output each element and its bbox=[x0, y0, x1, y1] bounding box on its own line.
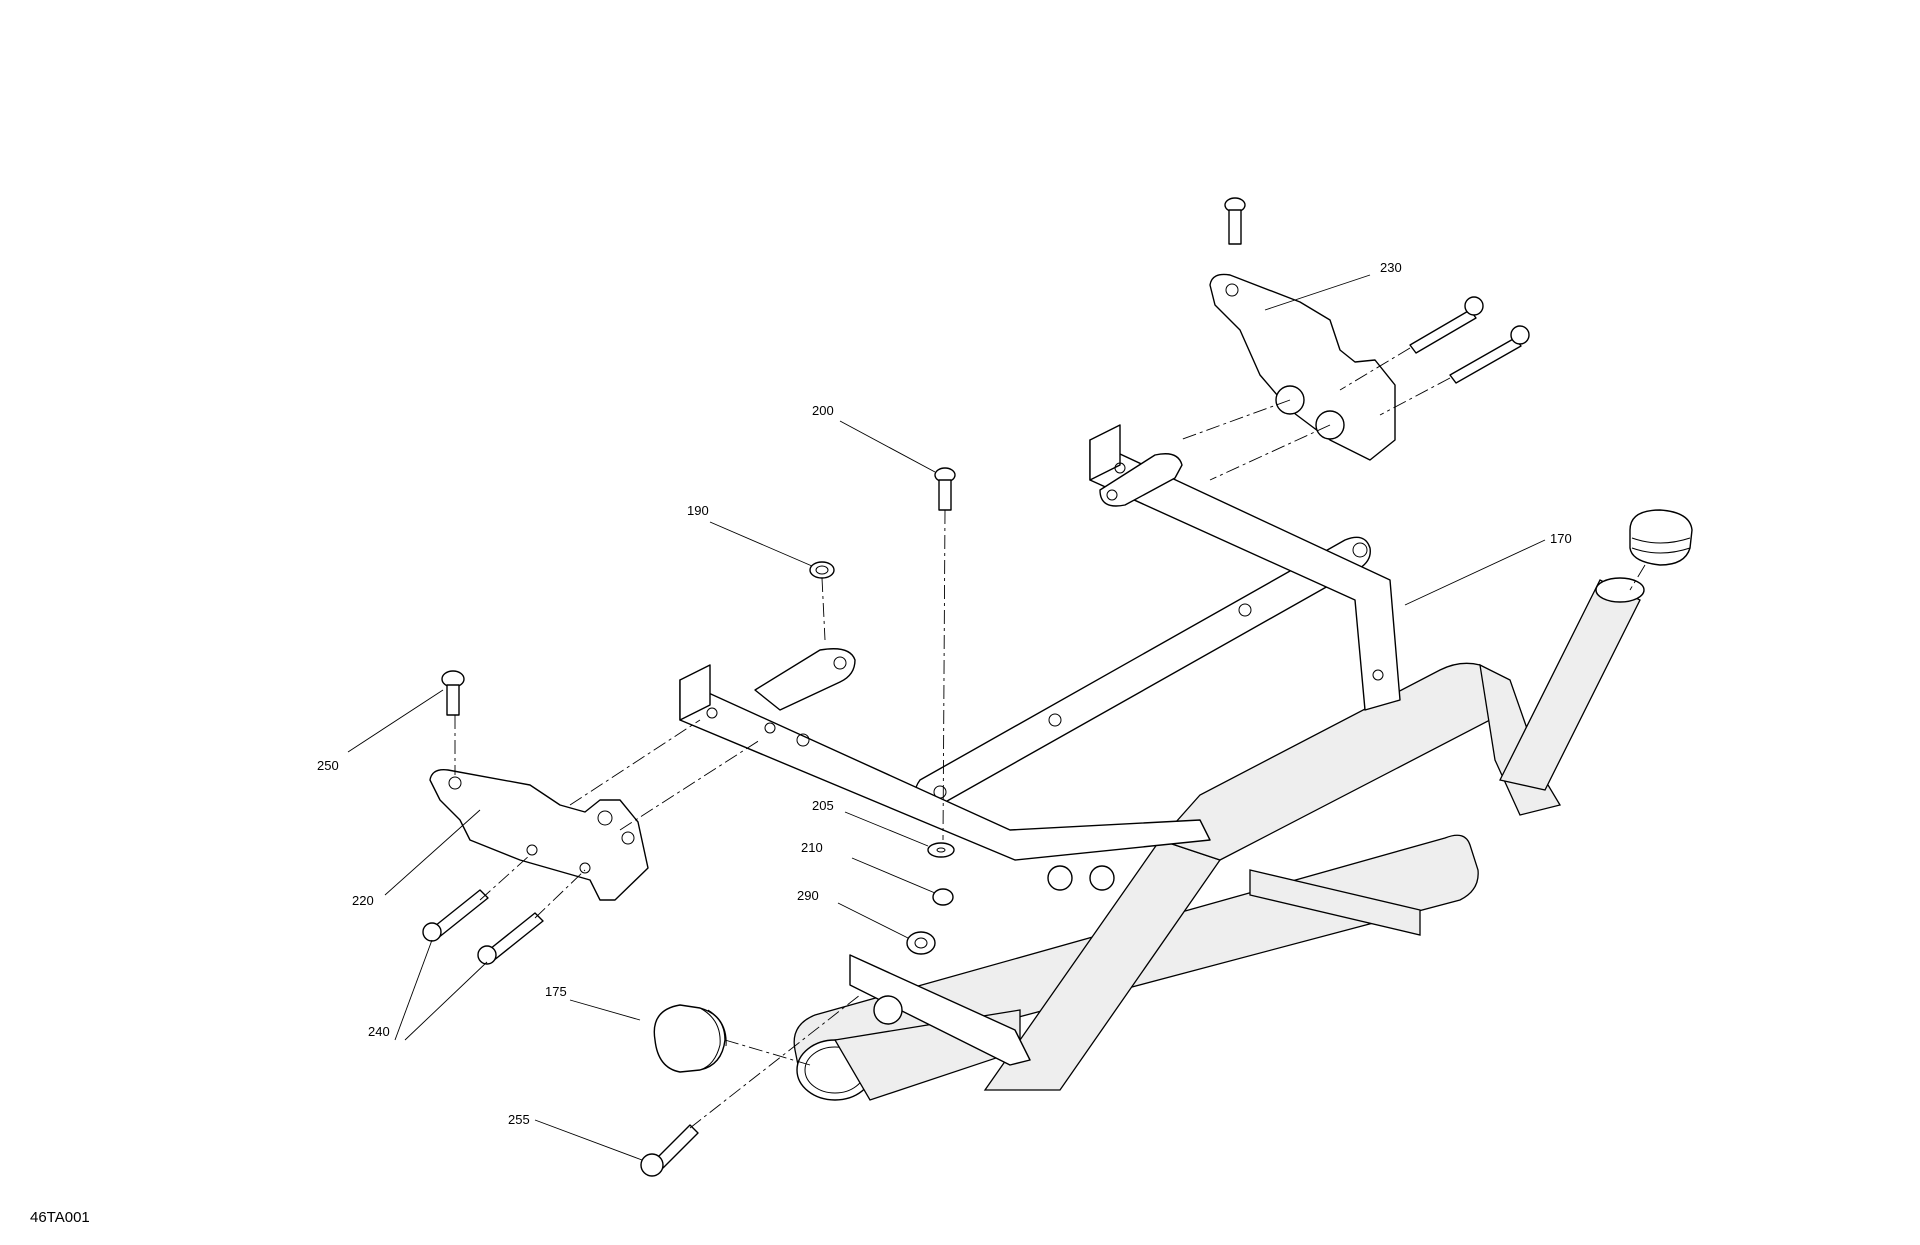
leader-lines bbox=[347, 274, 1546, 1161]
callout-290: 290 bbox=[797, 888, 819, 903]
callout-200: 200 bbox=[812, 403, 834, 418]
callout-205: 205 bbox=[812, 798, 834, 813]
bumper-tube-assembly bbox=[679, 424, 1645, 1101]
nut-290 bbox=[906, 931, 936, 955]
callout-170: 170 bbox=[1550, 531, 1572, 546]
plug-170-cap bbox=[1629, 509, 1693, 566]
callout-240: 240 bbox=[368, 1024, 390, 1039]
callout-255: 255 bbox=[508, 1112, 530, 1127]
washer-205 bbox=[927, 842, 955, 858]
callout-230: 230 bbox=[1380, 260, 1402, 275]
nut-190 bbox=[809, 561, 835, 579]
callout-210: 210 bbox=[801, 840, 823, 855]
plug-175 bbox=[653, 1004, 727, 1073]
figure-code: 46TA001 bbox=[30, 1209, 90, 1226]
callout-220: 220 bbox=[352, 893, 374, 908]
bolt-200 bbox=[934, 467, 956, 511]
callout-190: 190 bbox=[687, 503, 709, 518]
pins-230 bbox=[1409, 296, 1530, 384]
left-bracket bbox=[429, 769, 649, 901]
pins-240 bbox=[422, 889, 544, 965]
callout-175: 175 bbox=[545, 984, 567, 999]
right-bracket bbox=[1209, 273, 1396, 461]
alignment-lines bbox=[454, 347, 1646, 1129]
top-bolt bbox=[1224, 197, 1246, 245]
callout-250: 250 bbox=[317, 758, 339, 773]
callout-labels: 170 175 190 200 205 210 220 230 240 250 … bbox=[317, 260, 1572, 1127]
bolt-255 bbox=[640, 1124, 699, 1177]
bolt-250 bbox=[441, 670, 465, 716]
nut-210 bbox=[932, 888, 954, 906]
